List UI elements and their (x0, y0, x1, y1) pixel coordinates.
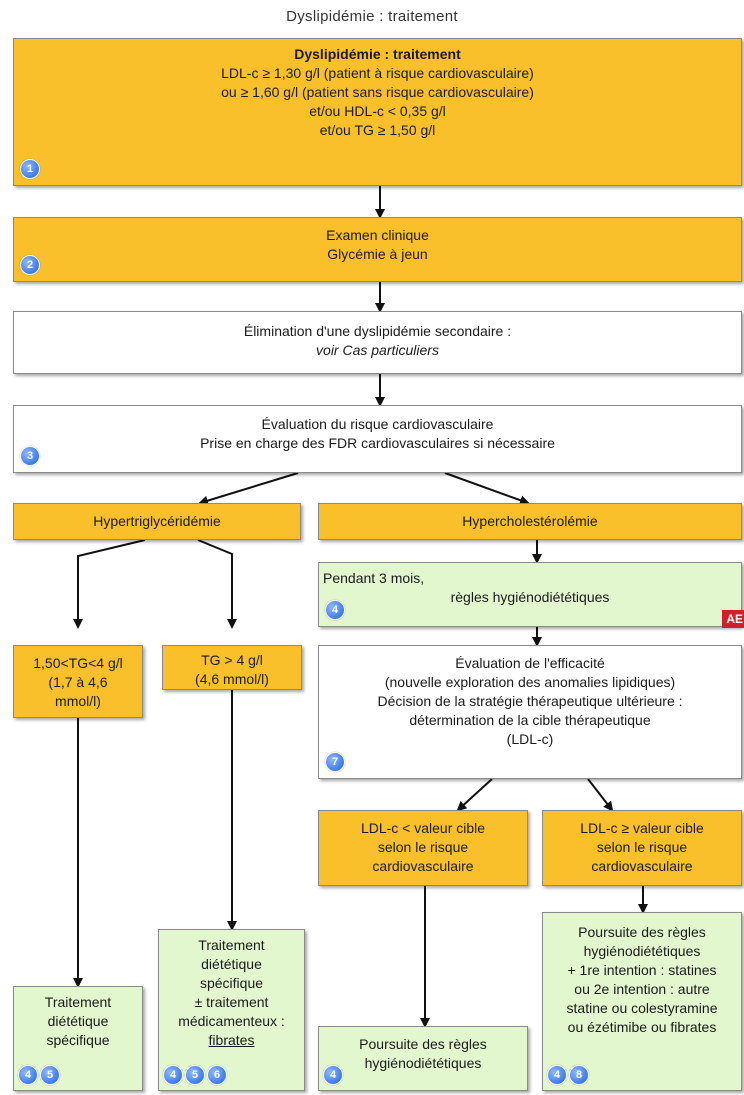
box16-line: Poursuite des règles (578, 924, 706, 940)
box-evaluation-efficacite: Évaluation de l'efficacité (nouvelle exp… (318, 645, 742, 779)
box13-line: spécifique (46, 1032, 110, 1048)
box8-line: 1,50<TG<4 g/l (33, 655, 123, 671)
box5-line: Hypertriglycéridémie (93, 513, 221, 529)
arrow-eval-ge (587, 778, 614, 812)
box2-line: Glycémie à jeun (327, 246, 428, 262)
box10-line: Décision de la stratégie thérapeutique u… (377, 693, 683, 709)
box9-line: TG > 4 g/l (201, 652, 263, 668)
box8-line: (1,7 à 4,6 (48, 674, 108, 690)
box-risque-cardiovasculaire: Évaluation du risque cardiovasculaire Pr… (13, 405, 742, 473)
box13-line: Traitement (44, 994, 112, 1010)
box10-line: (LDL-c) (506, 731, 554, 747)
box-traitement-dietetique: Traitement diététique spécifique 4 5 (13, 986, 143, 1091)
arrow-hypertg-right (197, 539, 237, 629)
box10-line: Évaluation de l'efficacité (455, 655, 605, 671)
box4-line: Prise en charge des FDR cardiovasculaire… (200, 435, 555, 451)
box1-line: et/ou TG ≥ 1,50 g/l (319, 122, 436, 138)
page-title: Dyslipidémie : traitement (286, 8, 458, 25)
box12-line: selon le risque (596, 839, 688, 855)
box-tg-sup-4: TG > 4 g/l (4,6 mmol/l) (162, 645, 302, 690)
box1-line: LDL-c ≥ 1,30 g/l (patient à risque cardi… (221, 65, 534, 81)
box11-line: cardiovasculaire (372, 858, 474, 874)
box16-line: statine ou colestyramine (566, 1000, 718, 1016)
box3-line: Élimination d'une dyslipidémie secondair… (243, 323, 512, 339)
box14-line: Traitement (198, 937, 265, 953)
arrow-4-hyperchol (444, 472, 530, 505)
box-poursuite-regles: Poursuite des règles hygiénodiététiques … (318, 1026, 528, 1091)
note-badge[interactable]: 3 (20, 446, 40, 466)
box10-line: détermination de la cible thérapeutique (409, 712, 651, 728)
note-badge[interactable]: 5 (185, 1065, 205, 1085)
cas-particuliers-link[interactable]: voir Cas particuliers (316, 342, 439, 358)
box1-line: et/ou HDL-c < 0,35 g/l (309, 103, 446, 119)
arrow-eval-lt (456, 778, 493, 812)
box15-line: Poursuite des règles (359, 1036, 487, 1052)
note-badge[interactable]: 6 (207, 1065, 227, 1085)
box-elimination-secondaire: Élimination d'une dyslipidémie secondair… (13, 311, 742, 374)
box7-line: Pendant 3 mois, (323, 570, 425, 586)
box14-line: médicamenteux : (178, 1013, 285, 1029)
box15-line: hygiénodiététiques (364, 1055, 482, 1071)
note-badge[interactable]: 1 (20, 159, 40, 179)
box14-line: spécifique (199, 975, 264, 991)
box-dyslipidemie-criteria: Dyslipidémie : traitement LDL-c ≥ 1,30 g… (13, 38, 742, 186)
box1-line: ou ≥ 1,60 g/l (patient sans risque cardi… (221, 84, 534, 100)
box10-line: (nouvelle exploration des anomalies lipi… (384, 674, 676, 690)
box11-line: LDL-c < valeur cible (360, 820, 486, 836)
note-badge[interactable]: 2 (20, 255, 40, 275)
note-badge[interactable]: 4 (323, 1065, 343, 1085)
box-hypertriglyceridemie: Hypertriglycéridémie (13, 503, 301, 540)
fibrates-link[interactable]: fibrates (208, 1032, 255, 1048)
note-badge[interactable]: 5 (40, 1065, 60, 1085)
box16-line: hygiénodiététiques (583, 943, 701, 959)
box-traitement-fibrates: Traitement diététique spécifique ± trait… (158, 929, 305, 1091)
box12-line: LDL-c ≥ valeur cible (580, 820, 704, 836)
note-badge[interactable]: 4 (18, 1065, 38, 1085)
note-badge[interactable]: 8 (569, 1065, 589, 1085)
box14-line: ± traitement (194, 994, 269, 1010)
box7-line: règles hygiénodiététiques (450, 589, 610, 605)
box-ldl-inf-cible: LDL-c < valeur cible selon le risque car… (318, 810, 528, 886)
box14-line: diététique (201, 956, 262, 972)
ae-tag[interactable]: AE (722, 610, 744, 628)
box1-title: Dyslipidémie : traitement (294, 46, 461, 62)
note-badge[interactable]: 4 (547, 1065, 567, 1085)
box-poursuite-statines: Poursuite des règles hygiénodiététiques … (542, 912, 742, 1091)
box16-line: ou ézétimibe ou fibrates (567, 1019, 717, 1035)
box12-line: cardiovasculaire (591, 858, 693, 874)
box-tg-1-50-4: 1,50<TG<4 g/l (1,7 à 4,6 mmol/l) (13, 645, 143, 718)
note-badge[interactable]: 4 (163, 1065, 183, 1085)
box11-line: selon le risque (377, 839, 469, 855)
box2-line: Examen clinique (326, 227, 429, 243)
arrow-4-hypertg (198, 472, 299, 506)
box8-line: mmol/l) (55, 693, 101, 709)
box-regles-3-mois: Pendant 3 mois, règles hygiénodiététique… (318, 562, 744, 628)
box13-line: diététique (47, 1013, 109, 1029)
box16-line: + 1re intention : statines (567, 962, 717, 978)
note-badge[interactable]: 4 (325, 600, 345, 620)
box-hypercholesterolemie: Hypercholestérolémie (318, 503, 742, 540)
box-examen-clinique: Examen clinique Glycémie à jeun 2 (13, 217, 742, 282)
box-ldl-sup-cible: LDL-c ≥ valeur cible selon le risque car… (542, 810, 742, 886)
box16-line: ou 2e intention : autre (574, 981, 710, 997)
box4-line: Évaluation du risque cardiovasculaire (261, 416, 494, 432)
arrow-hypertg-left (73, 539, 146, 629)
box6-line: Hypercholestérolémie (462, 513, 598, 529)
note-badge[interactable]: 7 (325, 752, 345, 772)
box9-line: (4,6 mmol/l) (195, 671, 269, 687)
